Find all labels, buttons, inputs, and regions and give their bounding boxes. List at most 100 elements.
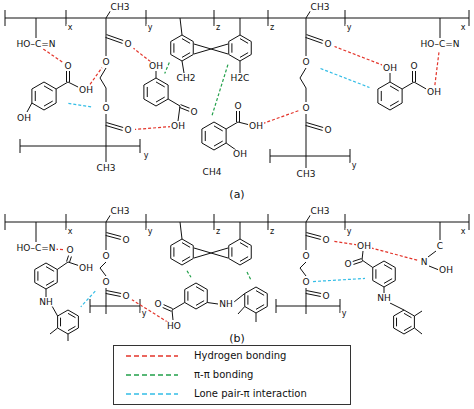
bond [69, 71, 70, 82]
bond [306, 37, 323, 43]
atom-label: OH [78, 264, 94, 273]
ring-double-bond [404, 326, 411, 330]
ring-double-bond [37, 271, 38, 280]
bond [180, 222, 182, 239]
bond [68, 334, 69, 341]
atom-label: O [101, 278, 110, 287]
bond [306, 292, 307, 306]
ring-double-bond [247, 295, 248, 304]
bond [156, 71, 157, 78]
legend-dash [126, 393, 178, 395]
atom-label: O [321, 236, 330, 245]
benzene-ring [32, 82, 56, 110]
atom-label: O [101, 58, 110, 67]
bond [106, 293, 121, 296]
atom-label: O [233, 102, 242, 111]
bond [172, 310, 173, 320]
atom-label: O [343, 260, 352, 269]
atom-label: O [121, 292, 130, 301]
bond [106, 88, 107, 102]
bond [27, 103, 32, 112]
bond [20, 146, 140, 147]
bond [306, 35, 323, 41]
legend-dash [126, 374, 178, 376]
ring-double-bond [396, 318, 397, 327]
bond [194, 44, 228, 54]
bond [172, 303, 185, 311]
bond [306, 306, 307, 314]
bond [20, 139, 21, 153]
bond [207, 303, 218, 305]
atom-label: N [420, 258, 429, 267]
ring-double-bond [182, 257, 190, 262]
atom-label: CH4 [202, 168, 223, 177]
bond [57, 262, 68, 270]
interaction-dash [247, 272, 251, 280]
bond [414, 328, 422, 334]
bond [100, 262, 106, 268]
bond [390, 73, 391, 82]
bond [36, 18, 37, 38]
bond [226, 122, 238, 129]
bond [240, 61, 241, 73]
atom-label: OH [170, 122, 186, 131]
ring-double-bond [240, 257, 248, 262]
atom-label: OH [78, 86, 94, 95]
bond [276, 306, 340, 307]
benzene-ring [394, 310, 415, 334]
bond-lines [5, 10, 469, 341]
interaction-dash [90, 68, 102, 85]
bond [182, 61, 184, 73]
bond [270, 149, 271, 163]
benzene-ring [58, 310, 79, 334]
bond [5, 18, 469, 19]
bond [106, 37, 123, 43]
ring-double-bond [196, 301, 204, 306]
benzene-ring [171, 35, 194, 61]
ring-double-bond [384, 279, 392, 284]
ring-double-bond [182, 39, 190, 44]
repeat-subscript: x [460, 24, 467, 32]
atom-label: CH3 [110, 3, 131, 12]
bond [306, 288, 307, 292]
repeat-subscript: y [341, 310, 348, 318]
bond [67, 256, 69, 262]
atom-label: O [301, 104, 310, 113]
atom-label: OH [382, 64, 398, 73]
ring-double-bond [390, 86, 399, 91]
interaction-dash [135, 127, 171, 130]
atom-label: C [436, 242, 444, 251]
benzene-ring [229, 35, 252, 61]
bond [106, 124, 107, 146]
benzene-ring [171, 239, 194, 265]
bond [240, 18, 241, 35]
bond [46, 289, 47, 297]
atom-label: O [123, 126, 132, 135]
bond [5, 222, 469, 223]
bond [106, 288, 107, 292]
legend-text: Hydrogen bonding [194, 350, 286, 361]
bond [362, 251, 363, 260]
repeat-subscript: z [215, 24, 221, 32]
repeat-subscript: x [460, 228, 467, 236]
ring-double-bond [187, 291, 188, 300]
ring-double-bond [240, 53, 248, 58]
bond [353, 261, 362, 264]
atom-label: CH3 [296, 170, 317, 179]
benzene-ring [378, 82, 402, 110]
repeat-subscript: x [67, 24, 74, 32]
atom-label: O [63, 62, 72, 71]
bond [306, 18, 307, 36]
bond [236, 111, 237, 122]
atom-label: CH3 [110, 207, 131, 216]
ring-double-bond [46, 267, 54, 272]
repeat-subscript: z [215, 228, 221, 236]
bond [180, 18, 182, 35]
ring-double-bond [44, 101, 53, 106]
legend-text: Lone pair-π interaction [194, 388, 307, 399]
legend-text: π-π bonding [194, 369, 253, 380]
atom-label: O [301, 58, 310, 67]
ring-double-bond [240, 243, 248, 248]
repeat-subscript: y [351, 162, 358, 170]
benzene-ring [144, 78, 168, 106]
